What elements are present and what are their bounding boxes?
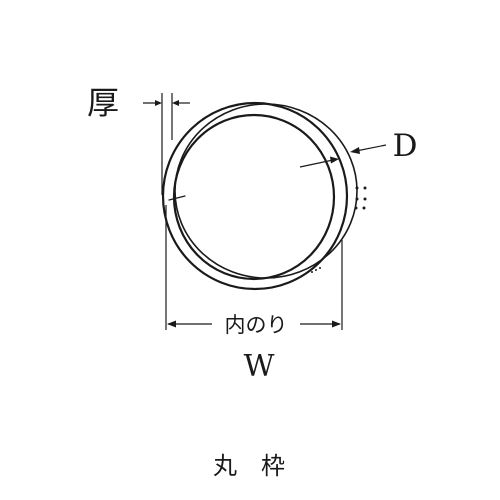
inner-size-label: 内のり: [225, 313, 288, 337]
depth-arrowheads: [330, 147, 360, 164]
thickness-dimension: [143, 93, 190, 195]
width-dimension: [165, 205, 343, 330]
depth-label: D: [393, 128, 418, 164]
nail-holes: [354, 186, 367, 210]
thickness-label: 厚: [87, 84, 119, 122]
thickness-arrowheads: [155, 100, 179, 106]
width-label: W: [244, 349, 275, 384]
depth-leader: [299, 144, 387, 168]
seam-line: [168, 195, 186, 201]
outer-rim: [161, 101, 349, 291]
round-frame-ring: [161, 101, 358, 291]
figure-caption: 丸 枠: [213, 452, 285, 480]
inner-rim: [172, 113, 336, 281]
width-arrowheads: [167, 320, 341, 328]
stitch-marks: [311, 267, 321, 273]
